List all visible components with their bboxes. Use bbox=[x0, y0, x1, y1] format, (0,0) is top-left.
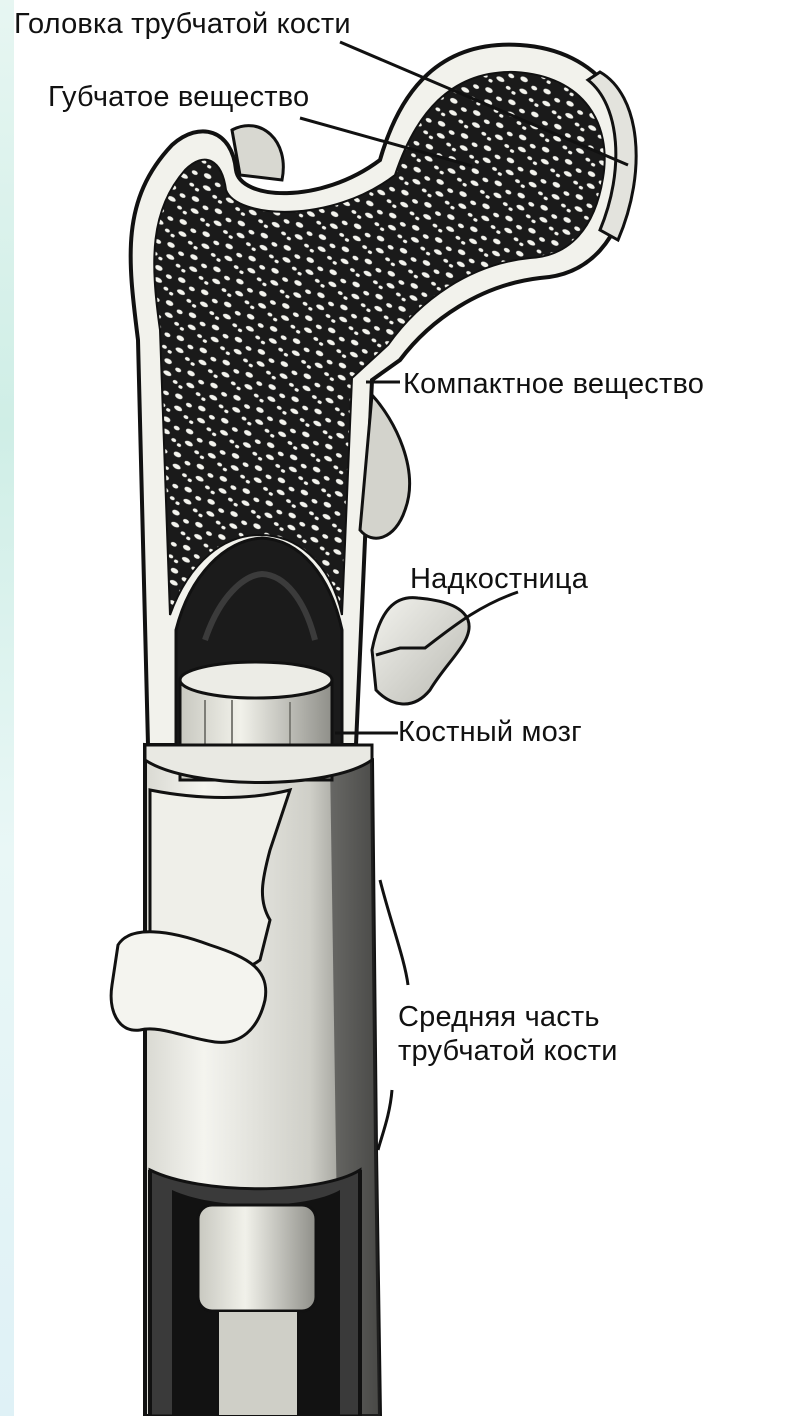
label-bone-head: Головка трубчатой кости bbox=[14, 7, 351, 41]
label-periosteum: Надкостница bbox=[410, 562, 588, 596]
label-bone-marrow: Костный мозг bbox=[398, 715, 582, 749]
label-compact-substance: Компактное вещество bbox=[403, 367, 704, 401]
tube-cross-section bbox=[150, 1170, 360, 1416]
trochanter-bump bbox=[232, 126, 283, 180]
leader-middle-bottom bbox=[378, 1090, 392, 1150]
label-middle-part-line1: Средняя часть bbox=[398, 1000, 698, 1034]
label-middle-part: Средняя часть трубчатой кости bbox=[398, 1000, 698, 1068]
label-middle-part-line2: трубчатой кости bbox=[398, 1034, 698, 1068]
label-spongy-substance: Губчатое вещество bbox=[48, 80, 309, 114]
leader-middle-top bbox=[380, 880, 408, 985]
